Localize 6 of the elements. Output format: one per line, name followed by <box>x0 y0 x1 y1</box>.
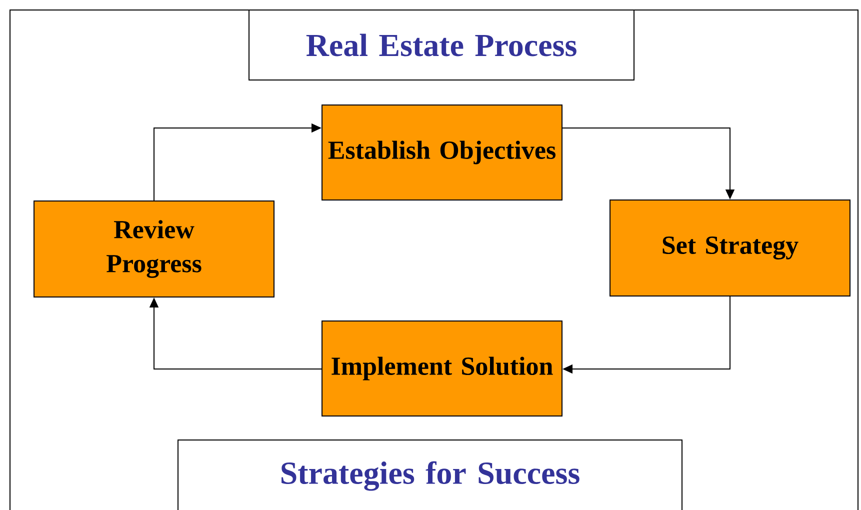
process-box: Review Progress <box>34 200 274 298</box>
process-box: Establish Objectives <box>322 104 562 200</box>
process-box: Set Strategy <box>610 200 850 296</box>
process-box: Implement Solution <box>322 320 562 416</box>
heading-box: Strategies for Success <box>178 440 682 510</box>
title-box: Real Estate Process <box>248 10 634 80</box>
